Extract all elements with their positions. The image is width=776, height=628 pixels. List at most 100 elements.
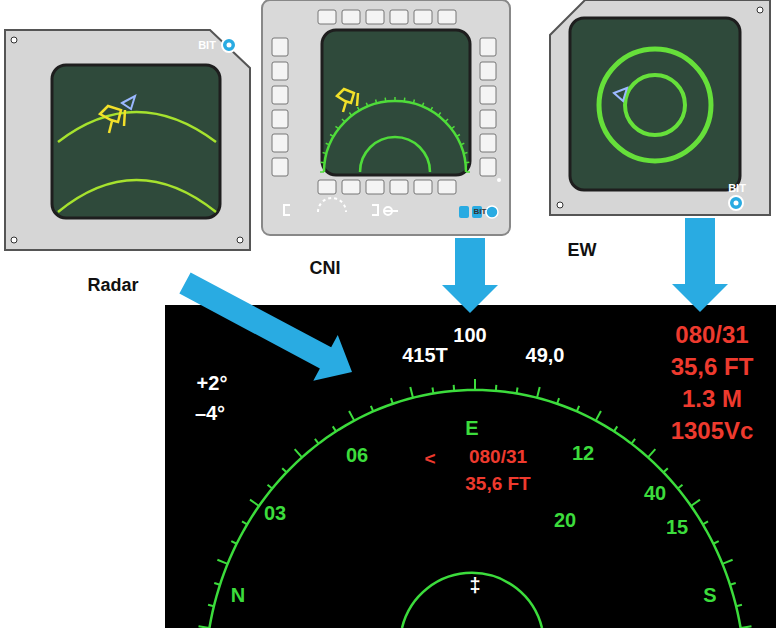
soft-key: [480, 110, 496, 128]
compass-tick: [736, 605, 742, 606]
scale-tick: [342, 119, 345, 122]
screen: [322, 30, 470, 175]
scale-tick: [404, 98, 406, 102]
target-symbol: [337, 89, 354, 112]
soft-key: [390, 180, 408, 194]
soft-key: [480, 62, 496, 80]
pitch-value: –4°: [195, 403, 225, 423]
range-arc: [360, 137, 430, 172]
screw: [757, 7, 763, 13]
compass-tick: [214, 583, 220, 585]
soft-key: [390, 10, 408, 24]
compass-label: 40: [644, 483, 666, 503]
compass-label: 06: [346, 445, 368, 465]
range-ring: [625, 75, 685, 135]
compass-tick: [713, 541, 718, 544]
compass-tick: [663, 468, 667, 472]
soft-key: [438, 10, 456, 24]
heading-readout: 415T: [402, 345, 448, 365]
compass-tick: [631, 439, 635, 444]
compass-tick: [722, 560, 732, 564]
screen: [570, 18, 740, 190]
compass-tick: [282, 468, 286, 472]
compass-rose: [199, 379, 752, 628]
target-symbol: [124, 110, 125, 126]
bit-button: [227, 43, 232, 48]
compass-tick: [231, 541, 236, 544]
scale-tick: [461, 143, 465, 145]
display-name: CNI: [310, 259, 341, 277]
compass-tick: [495, 385, 497, 391]
compass-tick: [250, 500, 259, 506]
scale-tick: [438, 112, 440, 115]
ew-panel: [550, 0, 770, 215]
compass-tick: [703, 521, 708, 524]
bit-button: [729, 196, 743, 210]
bit-label: BIT: [198, 40, 216, 51]
soft-key: [342, 10, 360, 24]
radar-panel: [5, 30, 250, 250]
threat-altitude: 35,6 FT: [465, 474, 530, 493]
threat-altitude: 35,6 FT: [671, 355, 754, 379]
compass-tick: [349, 411, 354, 421]
screw: [11, 37, 17, 43]
compass-label: E: [465, 418, 478, 438]
compass-label: 20: [554, 510, 576, 530]
scale-tick: [413, 100, 414, 104]
compass-label: 15: [666, 517, 688, 537]
pitch-value: +2°: [197, 373, 228, 393]
soft-key: [414, 10, 432, 24]
scale-tick: [335, 126, 338, 128]
scale-tick: [456, 135, 459, 137]
scale-tick: [466, 171, 470, 173]
panel-housing: [5, 30, 250, 250]
scale-tick: [451, 126, 454, 128]
compass-tick: [741, 626, 752, 628]
soft-key: [272, 62, 288, 80]
compass-tick: [315, 439, 319, 444]
soft-key: [318, 10, 336, 24]
soft-key: [272, 110, 288, 128]
soft-key: [366, 180, 384, 194]
bit-button: [222, 38, 236, 52]
range-arc: [324, 101, 466, 172]
soft-key: [272, 86, 288, 104]
control-icons: [284, 198, 398, 215]
compass-tick: [217, 560, 227, 564]
inner-arc: [402, 573, 542, 628]
screw: [237, 237, 243, 243]
screw: [11, 237, 17, 243]
compass-tick: [242, 521, 247, 524]
threat-symbol: [614, 88, 627, 101]
target-symbol: [357, 93, 358, 106]
threat-pointer: <: [424, 449, 435, 468]
scale-tick: [358, 107, 360, 110]
panel-housing: [550, 0, 770, 215]
screw: [557, 202, 563, 208]
scale-tick: [445, 119, 448, 122]
radar-display: BITRadar: [5, 30, 250, 250]
soft-key: [438, 180, 456, 194]
compass-tick: [678, 485, 683, 489]
block-arrow: [179, 272, 352, 380]
compass-label: 12: [572, 443, 594, 463]
screen: [52, 65, 220, 218]
compass-tick: [691, 500, 700, 506]
scale-tick: [323, 153, 327, 154]
scale-tick: [394, 97, 396, 101]
compass-tick: [391, 398, 393, 404]
scale-tick: [366, 103, 368, 107]
scale-tick: [330, 135, 333, 137]
airspeed: 100: [453, 325, 486, 345]
scale-tick: [384, 98, 386, 102]
cni-panel: [262, 0, 510, 235]
compass-tick: [648, 449, 655, 457]
ew-display: BITEW: [550, 0, 770, 215]
compass-tick: [537, 387, 540, 398]
compass-tick: [199, 626, 210, 628]
soft-key: [342, 180, 360, 194]
threat-bearing: 080/31: [675, 323, 748, 347]
scale-tick: [431, 107, 433, 110]
